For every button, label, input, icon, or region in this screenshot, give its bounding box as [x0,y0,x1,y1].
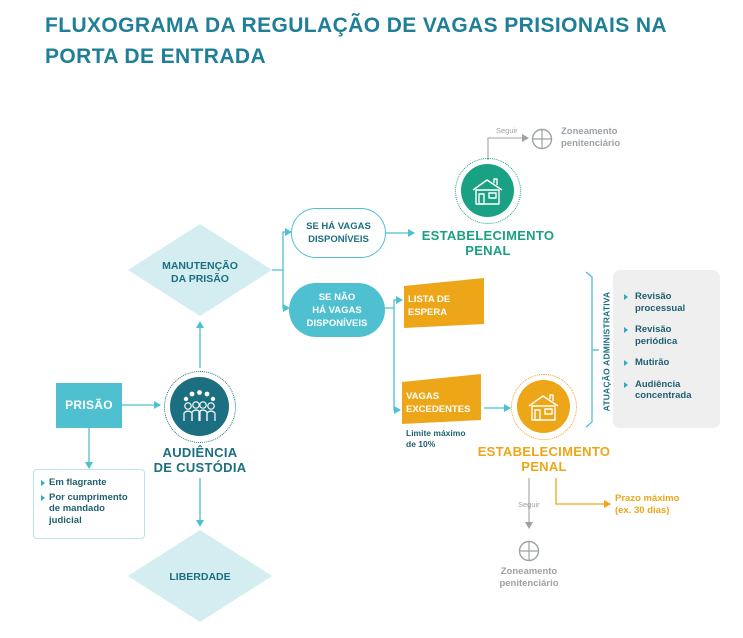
prisao-box: PRISÃO [56,383,122,428]
audiencia-icon [164,371,236,443]
estabelecimento-bottom-icon [511,374,577,440]
atuacao-label: ATUAÇÃO ADMINISTRATIVA [601,291,612,412]
people-icon [183,390,216,421]
estabelecimento-top-icon [455,158,521,224]
seguir-top-label: Seguir [496,126,518,135]
prisao-label: PRISÃO [65,398,113,412]
liberdade-diamond [128,530,272,622]
seguir-bottom-label: Seguir [518,500,540,509]
house-icon [472,178,503,205]
list-item: Em flagrante [40,477,138,489]
globe-icon [518,540,540,567]
vagas-excedentes-box [402,374,481,424]
manutencao-diamond [128,224,272,316]
globe-icon [531,128,553,155]
page-title: FLUXOGRAMA DA REGULAÇÃO DE VAGAS PRISION… [45,14,667,68]
house-icon [528,394,559,421]
list-item: Mutirão [621,357,716,369]
liberdade-label: LIBERDADE [169,571,231,583]
lista-espera-box [404,278,484,328]
prazo-label: Prazo máximo(ex. 30 dias) [615,493,680,516]
